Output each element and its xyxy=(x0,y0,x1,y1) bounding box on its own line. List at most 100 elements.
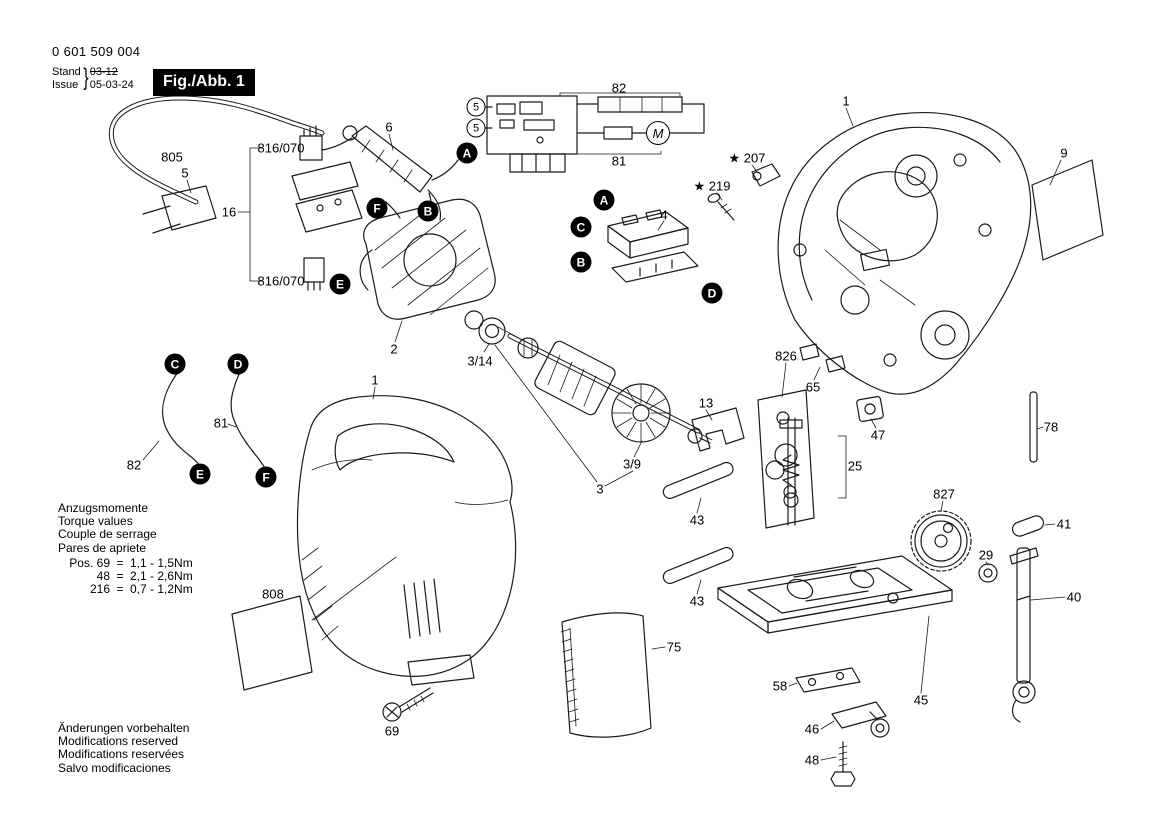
torque-row: 216 = 0,7 - 1,2Nm xyxy=(58,583,193,596)
plunger-assembly-25 xyxy=(765,417,847,526)
modifications-en: Modifications reserved xyxy=(58,734,179,749)
connection-marker-A: A xyxy=(593,189,615,211)
power-cord-805 xyxy=(108,95,325,234)
circled-number-5: 5 xyxy=(466,118,486,138)
part-callout-826: 826 xyxy=(775,348,797,364)
revision-block: Stand Issue } 03-12 05-03-24 xyxy=(52,64,134,92)
torque-values-block: Anzugsmomente Torque values Couple de se… xyxy=(58,501,193,597)
switch-4 xyxy=(607,209,699,283)
part-callout-46: 46 xyxy=(804,721,820,737)
screw-48 xyxy=(830,741,856,787)
part-callout-45: 45 xyxy=(913,692,929,708)
part-callout-25: 25 xyxy=(847,458,863,474)
connection-marker-C: C xyxy=(164,353,186,375)
modifications-es: Salvo modificaciones xyxy=(58,760,171,775)
part-callout-827: 827 xyxy=(933,486,955,502)
housing-half-right-1 xyxy=(777,112,1032,395)
issue-value: 05-03-24 xyxy=(89,78,134,91)
connection-marker-D: D xyxy=(701,282,723,304)
part-callout-4: 4 xyxy=(660,207,668,223)
part-callout-58: 58 xyxy=(772,678,788,694)
revision-brace: } xyxy=(83,64,89,91)
modifications-de: Änderungen vorbehalten xyxy=(58,721,190,735)
part-callout-82: 82 xyxy=(126,457,142,473)
part-callout-47: 47 xyxy=(870,427,886,443)
connection-marker-A: A xyxy=(456,142,478,164)
part-callout-40: 40 xyxy=(1066,589,1082,605)
connection-marker-C: C xyxy=(570,216,592,238)
modifications-block: Änderungen vorbehalten Modifications res… xyxy=(58,721,190,775)
connection-marker-E: E xyxy=(189,463,211,485)
part-callout-1: 1 xyxy=(371,372,379,388)
roller-41 xyxy=(1011,515,1045,537)
roller-lever-46 xyxy=(831,701,890,738)
armature-3 xyxy=(497,326,713,444)
part-callout-207: ★ 207 xyxy=(728,150,766,166)
rod-78 xyxy=(1029,391,1038,463)
stand-value: 03-12 xyxy=(89,65,118,78)
part-callout-816-070: 816/070 xyxy=(257,140,305,156)
torque-value: 2,1 - 2,6Nm xyxy=(130,569,193,584)
part-callout-3-9: 3/9 xyxy=(622,456,642,472)
part-callout-41: 41 xyxy=(1056,516,1072,532)
part-callout-808: 808 xyxy=(262,586,284,602)
part-callout-29: 29 xyxy=(978,547,994,563)
torque-title-es: Pares de apriete xyxy=(58,540,147,555)
part-callout-48: 48 xyxy=(804,752,820,768)
part-callout-5: 5 xyxy=(181,165,189,181)
stator-2 xyxy=(359,192,496,320)
part-callout-805: 805 xyxy=(161,149,183,165)
torque-row: Pos. 69 = 1,1 - 1,5Nm xyxy=(58,555,192,570)
torque-title-en: Torque values xyxy=(58,514,133,529)
bracket-58 xyxy=(795,667,861,693)
cover-75 xyxy=(560,612,652,738)
part-callout-78: 78 xyxy=(1043,419,1059,435)
blade-holder-40 xyxy=(1009,547,1039,723)
torque-pos: 216 xyxy=(89,582,110,597)
connection-marker-F: F xyxy=(255,466,277,488)
part-callout-81: 81 xyxy=(213,415,229,431)
part-callout-43: 43 xyxy=(689,512,705,528)
part-callout-816-070: 816/070 xyxy=(257,273,305,289)
torque-table: Pos. 69 = 1,1 - 1,5Nm 48 = 2,1 - 2,6Nm 2… xyxy=(58,555,193,597)
torque-pos: Pos. 69 xyxy=(69,555,110,570)
counterweight-13 xyxy=(691,407,745,452)
torque-pos: 48 xyxy=(96,569,110,584)
part-callout-13: 13 xyxy=(698,395,714,411)
circuit-diagram xyxy=(483,92,705,173)
modifications-fr: Modifications reservées xyxy=(58,747,185,762)
housing-half-left-1 xyxy=(296,395,517,686)
support-plate-826 xyxy=(757,389,815,529)
part-callout-219: ★ 219 xyxy=(693,178,731,194)
connection-marker-F: F xyxy=(366,197,388,219)
nameplate-9 xyxy=(1031,159,1104,261)
torque-row: 48 = 2,1 - 2,6Nm xyxy=(58,569,193,584)
guide-rod-43-upper xyxy=(662,461,734,499)
part-callout-3: 3 xyxy=(596,481,604,497)
part-callout-6: 6 xyxy=(385,119,393,135)
torque-title-fr: Couple de serrage xyxy=(58,527,157,542)
torque-eq: = xyxy=(116,582,124,597)
leader-lines xyxy=(142,107,1066,761)
torque-eq: = xyxy=(116,555,124,570)
part-callout-9: 9 xyxy=(1060,145,1068,161)
screw-69 xyxy=(382,687,434,722)
part-callout-3-14: 3/14 xyxy=(467,353,493,369)
torque-title-de: Anzugsmomente xyxy=(58,501,149,515)
stand-label: Stand xyxy=(52,65,81,78)
part-callout-43: 43 xyxy=(689,593,705,609)
part-callout-82: 82 xyxy=(611,80,627,96)
part-callout-69: 69 xyxy=(384,723,400,739)
guide-rod-43-lower xyxy=(662,546,734,584)
part-callout-16: 16 xyxy=(221,204,237,220)
dampers-65 xyxy=(799,343,846,373)
sticker-808 xyxy=(231,595,313,691)
document-number: 0 601 509 004 xyxy=(52,44,141,59)
cord-grip-6 xyxy=(342,125,459,221)
circled-number-5: 5 xyxy=(466,97,486,117)
connection-marker-D: D xyxy=(227,353,249,375)
